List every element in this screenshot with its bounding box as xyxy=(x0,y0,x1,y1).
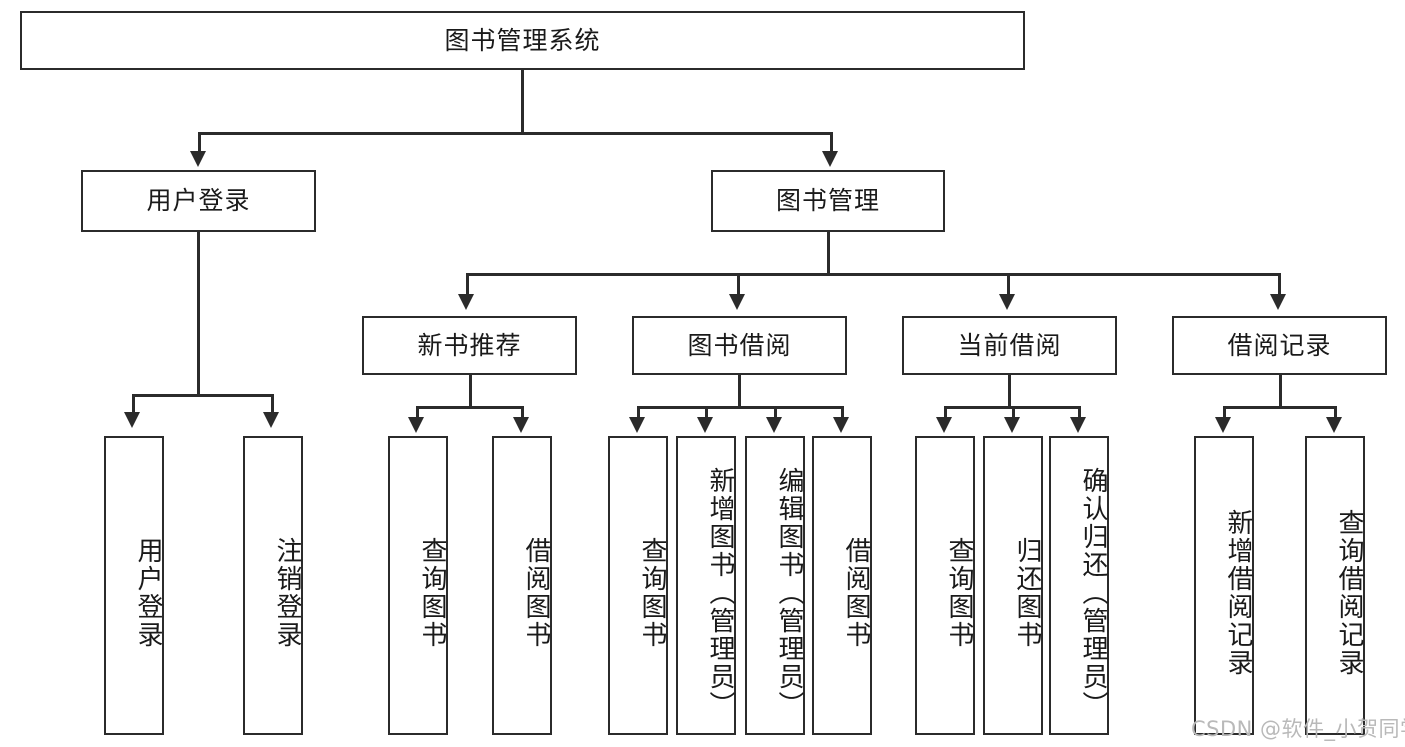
arrow-to-query-book-3 xyxy=(936,417,952,433)
node-user-login[interactable]: 用户登录 xyxy=(81,170,316,232)
connector-current-borrow-stem xyxy=(1008,375,1011,407)
connector-current-borrow-bus xyxy=(944,406,1079,409)
node-label: 用户登录 xyxy=(146,186,251,216)
node-label: 新增图书（管理员） xyxy=(705,466,735,719)
connector-current-borrow-drop-2 xyxy=(1012,406,1015,419)
arrow-to-book-borrow xyxy=(729,294,745,310)
arrow-root-to-user-login xyxy=(190,151,206,167)
arrow-to-borrow-book-1 xyxy=(513,417,529,433)
node-label: 借阅记录 xyxy=(1227,330,1332,360)
node-borrow-record[interactable]: 借阅记录 xyxy=(1172,316,1387,375)
connector-book-borrow-stem xyxy=(738,375,741,407)
connector-book-borrow-drop-3 xyxy=(774,406,777,419)
arrow-to-edit-book xyxy=(766,417,782,433)
arrow-to-query-book-2 xyxy=(629,417,645,433)
connector-book-management-stem xyxy=(827,232,830,274)
leaf-edit-book[interactable]: 编辑图书（管理员） xyxy=(745,436,805,735)
node-label: 图书借阅 xyxy=(687,330,792,360)
connector-new-book-drop-2 xyxy=(521,406,524,419)
connector-new-book-drop-1 xyxy=(416,406,419,419)
node-label: 新书推荐 xyxy=(417,330,522,360)
node-label: 确认归还（管理员） xyxy=(1078,466,1108,719)
connector-new-book-stem xyxy=(469,375,472,407)
csdn-watermark: CSDN @软件_小贺同学 xyxy=(1191,717,1405,741)
arrow-to-borrow-record xyxy=(1270,294,1286,310)
node-label: 借阅图书 xyxy=(521,536,551,649)
arrow-to-logout-leaf xyxy=(263,412,279,428)
connector-root-bus xyxy=(198,132,832,135)
node-label: 新增借阅记录 xyxy=(1223,508,1253,677)
node-label: 图书管理系统 xyxy=(444,25,601,55)
arrow-root-to-book-management xyxy=(822,151,838,167)
connector-new-book-bus xyxy=(416,406,524,409)
leaf-query-borrow-record[interactable]: 查询借阅记录 xyxy=(1305,436,1365,735)
connector-book-borrow-drop-4 xyxy=(841,406,844,419)
node-label: 当前借阅 xyxy=(957,330,1062,360)
connector-user-login-stem xyxy=(197,232,200,395)
connector-to-borrow-record xyxy=(1278,273,1281,297)
arrow-to-confirm-return xyxy=(1070,417,1086,433)
arrow-to-add-book xyxy=(697,417,713,433)
connector-root-to-book-management xyxy=(830,132,833,155)
connector-current-borrow-drop-3 xyxy=(1078,406,1081,419)
node-label: 查询图书 xyxy=(637,536,667,649)
leaf-add-borrow-record[interactable]: 新增借阅记录 xyxy=(1194,436,1254,735)
node-current-borrow[interactable]: 当前借阅 xyxy=(902,316,1117,375)
connector-borrow-record-stem xyxy=(1279,375,1282,407)
node-label: 图书管理 xyxy=(775,186,880,216)
node-label: 归还图书 xyxy=(1012,536,1042,649)
connector-user-login-drop-2 xyxy=(271,394,274,416)
arrow-to-return-book xyxy=(1004,417,1020,433)
node-new-book-recommend[interactable]: 新书推荐 xyxy=(362,316,577,375)
connector-root-stem xyxy=(521,70,524,133)
connector-to-new-book-recommend xyxy=(466,273,469,297)
leaf-confirm-return[interactable]: 确认归还（管理员） xyxy=(1049,436,1109,735)
connector-to-current-borrow xyxy=(1007,273,1010,297)
arrow-to-new-book-recommend xyxy=(458,294,474,310)
connector-level3-bus xyxy=(466,273,1280,276)
connector-root-to-user-login xyxy=(198,132,201,155)
leaf-user-login[interactable]: 用户登录 xyxy=(104,436,164,735)
connector-current-borrow-drop-1 xyxy=(944,406,947,419)
node-label: 编辑图书（管理员） xyxy=(774,466,804,719)
connector-borrow-record-drop-2 xyxy=(1334,406,1337,419)
connector-borrow-record-drop-1 xyxy=(1223,406,1226,419)
leaf-query-book-3[interactable]: 查询图书 xyxy=(915,436,975,735)
arrow-to-add-borrow-record xyxy=(1215,417,1231,433)
leaf-query-book-2[interactable]: 查询图书 xyxy=(608,436,668,735)
arrow-to-query-book-1 xyxy=(408,417,424,433)
leaf-query-book-1[interactable]: 查询图书 xyxy=(388,436,448,735)
connector-to-book-borrow xyxy=(737,273,740,297)
node-label: 查询图书 xyxy=(417,536,447,649)
node-book-borrow[interactable]: 图书借阅 xyxy=(632,316,847,375)
arrow-to-query-borrow-record xyxy=(1326,417,1342,433)
node-label: 用户登录 xyxy=(133,536,163,649)
connector-user-login-drop-1 xyxy=(132,394,135,416)
arrow-to-user-login-leaf xyxy=(124,412,140,428)
node-label: 查询图书 xyxy=(944,536,974,649)
connector-book-borrow-bus xyxy=(637,406,843,409)
node-label: 注销登录 xyxy=(272,536,302,649)
leaf-return-book[interactable]: 归还图书 xyxy=(983,436,1043,735)
node-book-management[interactable]: 图书管理 xyxy=(711,170,945,232)
arrow-to-current-borrow xyxy=(999,294,1015,310)
leaf-borrow-book-1[interactable]: 借阅图书 xyxy=(492,436,552,735)
connector-user-login-bus xyxy=(132,394,272,397)
arrow-to-borrow-book-2 xyxy=(833,417,849,433)
leaf-add-book[interactable]: 新增图书（管理员） xyxy=(676,436,736,735)
leaf-logout[interactable]: 注销登录 xyxy=(243,436,303,735)
connector-book-borrow-drop-1 xyxy=(637,406,640,419)
node-label: 查询借阅记录 xyxy=(1334,508,1364,677)
node-book-management-system[interactable]: 图书管理系统 xyxy=(20,11,1025,70)
node-label: 借阅图书 xyxy=(841,536,871,649)
connector-borrow-record-bus xyxy=(1223,406,1336,409)
leaf-borrow-book-2[interactable]: 借阅图书 xyxy=(812,436,872,735)
connector-book-borrow-drop-2 xyxy=(705,406,708,419)
